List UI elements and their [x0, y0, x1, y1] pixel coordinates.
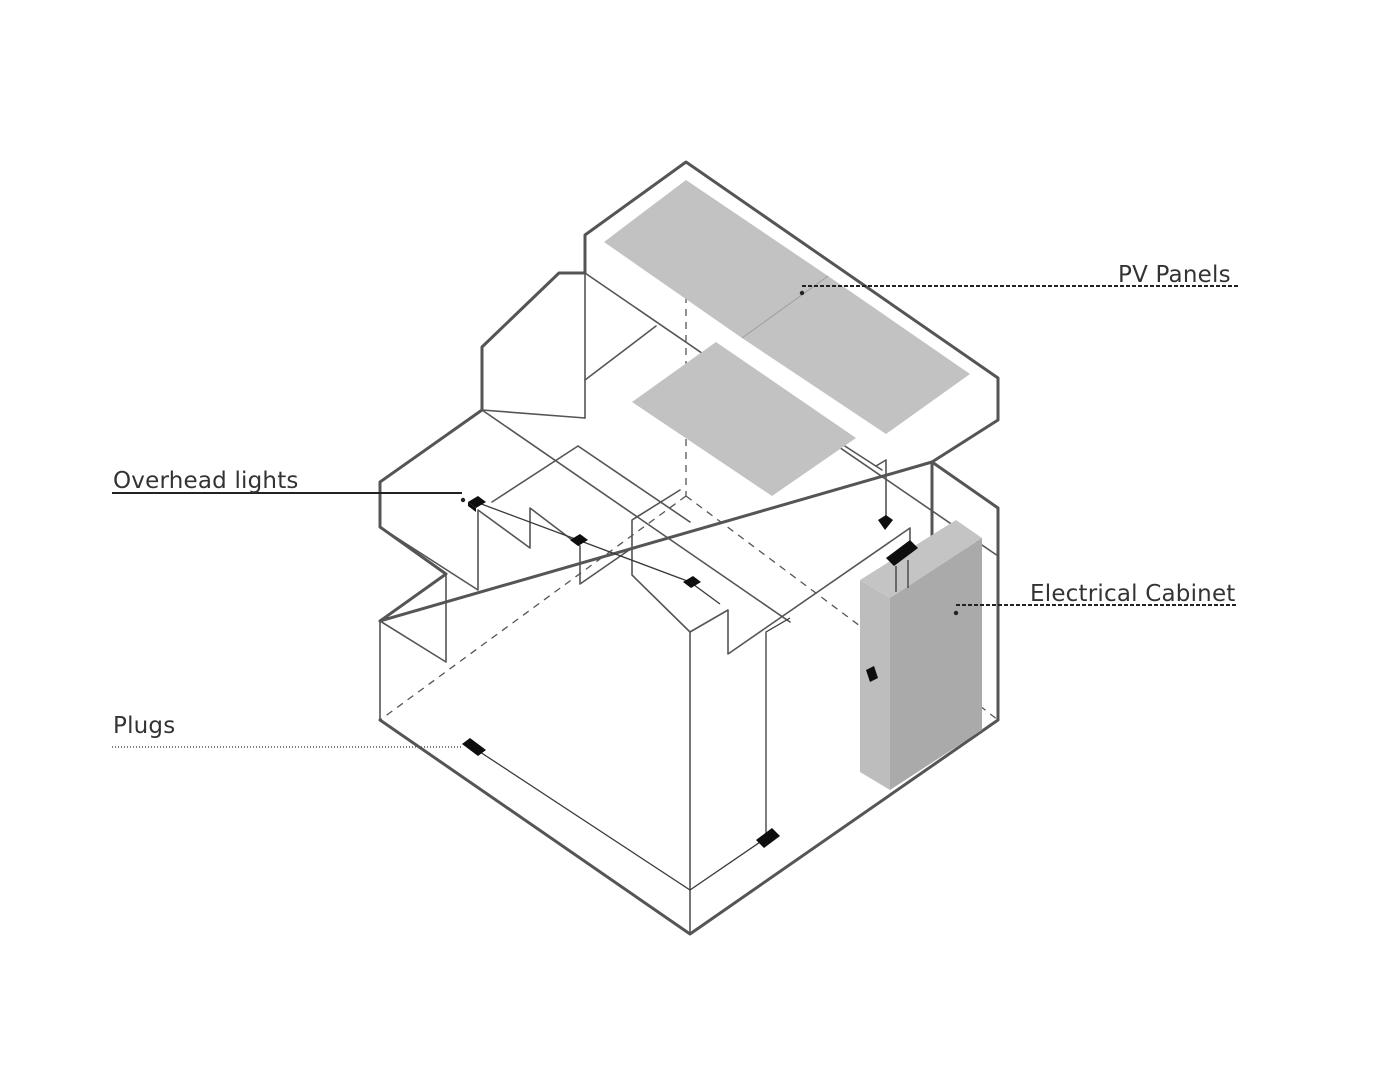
pv-panels-label: PV Panels	[1118, 262, 1231, 288]
devices	[462, 496, 918, 848]
pv-panel-1	[604, 180, 828, 338]
plug-1	[462, 738, 486, 756]
overhead-light-1-body	[468, 502, 476, 512]
pv-panels-leader-dot	[799, 290, 805, 296]
pv-panels	[604, 180, 970, 496]
overhead-lights-label: Overhead lights	[113, 468, 299, 494]
overhead-light-1	[468, 496, 486, 508]
cabinet-side-socket	[866, 666, 878, 682]
pv-panel-2	[742, 276, 970, 434]
overhead-lights-leader-dot	[460, 497, 466, 503]
electrical-cabinet-leader-dot	[953, 610, 959, 616]
electrical-cabinet-label: Electrical Cabinet	[1030, 581, 1236, 607]
cabinet-top-face	[860, 520, 982, 598]
electrical-cabinet	[860, 520, 982, 790]
overhead-light-4	[878, 515, 893, 530]
overhead-light-2	[570, 534, 588, 546]
overhead-light-3	[683, 576, 701, 588]
building-outline	[378, 160, 1000, 936]
cabinet-connector	[886, 540, 918, 566]
cabinet-front-face	[890, 538, 982, 790]
leader-lines	[112, 285, 1238, 748]
cabinet-side-face	[860, 580, 890, 790]
plug-2	[756, 828, 780, 848]
pv-panel-3	[632, 342, 856, 496]
wiring	[473, 501, 909, 891]
plugs-label: Plugs	[113, 713, 176, 739]
hidden-edges	[379, 296, 999, 721]
